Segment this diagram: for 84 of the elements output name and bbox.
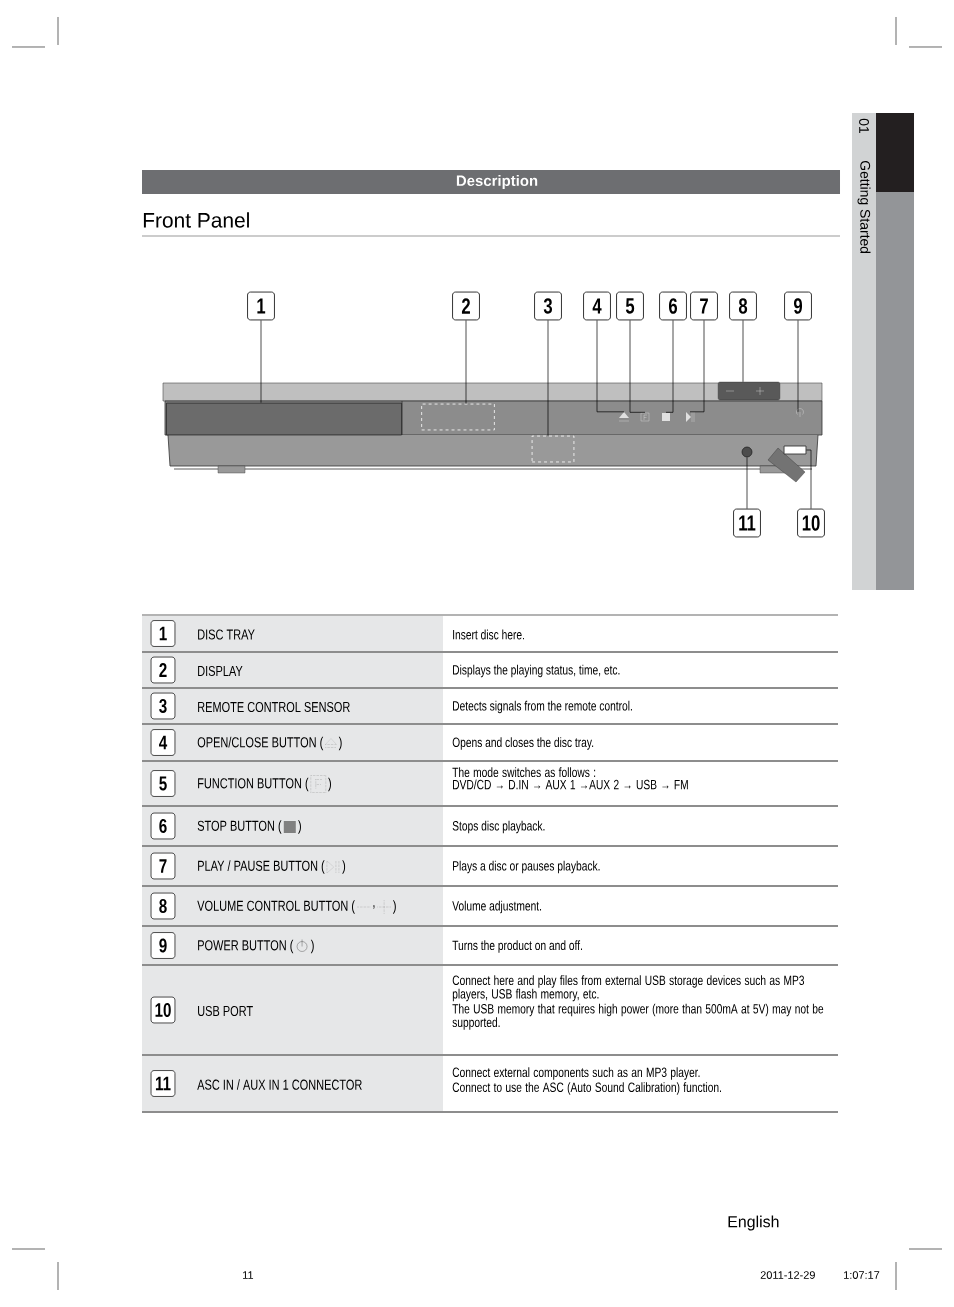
disc-tray [166, 402, 402, 436]
callout-number: 4 [150, 729, 176, 756]
print-date: 2011-12-29 [760, 1271, 815, 1279]
leader-line [746, 457, 748, 509]
description-text: Stops disc playback. [452, 820, 545, 834]
item-name: FUNCTION BUTTON ( [198, 777, 309, 792]
item-name: OPEN/CLOSE BUTTON ( [197, 736, 324, 751]
callout-number: 7 [150, 852, 176, 880]
description-text: Connect here and play files from external USB storage devices such as MP3 players, USB flash memory, etc. [452, 975, 805, 1002]
item-name: ) [310, 939, 314, 954]
callout-number: 3 [534, 291, 562, 321]
play-pause-button [686, 411, 695, 423]
leader-line [465, 320, 467, 404]
audio-jack [741, 446, 753, 458]
description-text: Detects signals from the remote control. [453, 700, 632, 714]
leader-line [547, 320, 549, 436]
dashed-frame [531, 435, 575, 463]
callout-number: 11 [150, 1070, 176, 1097]
item-name: STOP BUTTON ( [197, 820, 282, 834]
print-time: 1:07:17 [844, 1271, 880, 1279]
callout-number: 7 [690, 291, 718, 321]
item-name: DISC TRAY [198, 629, 255, 640]
description-text: Opens and closes the disc tray. [452, 737, 594, 750]
chapter-number: 01 [859, 118, 869, 134]
callout-number: 10 [150, 996, 176, 1024]
item-name: REMOTE CONTROL SENSOR [198, 701, 350, 713]
description-text: Displays the playing status, time, etc. [453, 664, 620, 678]
callout-number: 6 [659, 291, 687, 321]
item-name: ) [328, 777, 331, 792]
item-name: ) [392, 900, 396, 914]
leader-line [742, 320, 744, 383]
description-text: Connect to use the ASC (Auto Sound Calibration) function. [452, 1082, 721, 1095]
callout-number: 9 [150, 932, 176, 959]
item-name: ASC IN / AUX IN 1 CONNECTOR [197, 1079, 362, 1090]
volume-buttons [717, 381, 781, 401]
leader-line [596, 320, 625, 413]
callout-number: 2 [452, 291, 480, 321]
item-name: PLAY / PAUSE BUTTON ( [198, 860, 325, 874]
language-label: English [728, 1215, 779, 1231]
callout-number: 5 [616, 291, 644, 321]
section-band: Description [142, 170, 840, 194]
power-button [796, 408, 804, 418]
callout-number: 10 [797, 508, 825, 538]
description-text: Insert disc here. [453, 629, 524, 640]
item-name: ) [338, 736, 342, 751]
leader-line [806, 449, 812, 509]
chapter-title: Getting Started [857, 160, 871, 254]
leader-line [629, 320, 646, 413]
description-text: The USB memory that requires high power (more than 500mA at 5V) may not be supported. [452, 1003, 824, 1030]
stop-button [662, 413, 670, 421]
description-text: DVD/CD → D.IN → AUX 1 →AUX 2 → USB → FM [453, 779, 688, 790]
callout-number: 5 [150, 770, 176, 797]
dashed-frame [421, 403, 495, 431]
leader-line [689, 320, 705, 413]
function-button [640, 412, 650, 422]
leader-line [665, 320, 674, 413]
callout-number: 8 [729, 291, 757, 321]
callout-number: 11 [733, 508, 761, 538]
item-name: DISPLAY [198, 665, 243, 677]
item-name: ) [298, 820, 301, 834]
leader-line [260, 320, 262, 403]
callout-number: 1 [247, 291, 275, 321]
callout-number: 3 [150, 692, 176, 720]
item-name: USB PORT [198, 1005, 253, 1017]
eject-button [618, 412, 630, 422]
description-text: Turns the product on and off. [452, 940, 582, 953]
callout-number: 8 [150, 892, 176, 920]
callout-number: 9 [784, 291, 812, 321]
item-name: VOLUME CONTROL BUTTON ( [197, 900, 355, 914]
description-text: Volume adjustment. [452, 900, 542, 914]
usb-port [783, 445, 807, 455]
leader-line [797, 320, 799, 413]
description-text: Plays a disc or pauses playback. [453, 860, 600, 874]
callout-number: 4 [583, 291, 611, 321]
description-text: The mode switches as follows : [452, 767, 596, 778]
callout-number: 6 [150, 812, 176, 840]
item-name: , [373, 905, 375, 909]
section-heading: Front Panel [143, 212, 249, 228]
callout-number: 1 [150, 620, 176, 647]
item-name: POWER BUTTON ( [198, 939, 294, 954]
description-text: Connect external components such as an MP3 player. [452, 1067, 700, 1080]
item-name: ) [342, 860, 346, 874]
page-number: 11 [243, 1271, 254, 1279]
callout-number: 2 [150, 656, 176, 684]
